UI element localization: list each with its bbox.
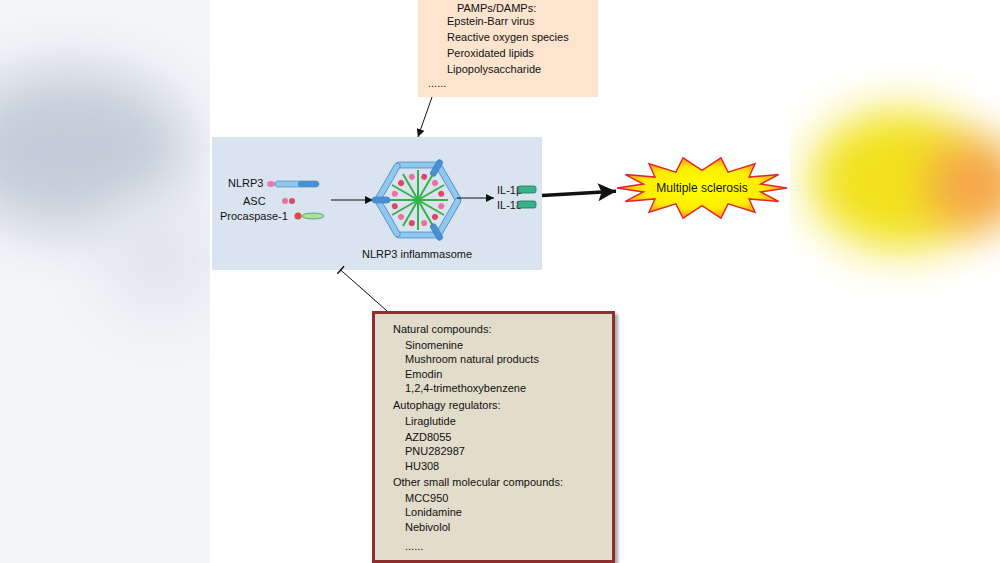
arrow-connector bbox=[418, 97, 432, 137]
component-label: NLRP3 inflammasome bbox=[362, 247, 472, 261]
inflammasome-complex bbox=[372, 159, 462, 242]
procaspase-protein bbox=[295, 213, 302, 220]
list-item: AZD8055 bbox=[405, 430, 451, 444]
disease-label: Multiple sclerosis bbox=[656, 181, 747, 195]
list-item: Sinomenine bbox=[405, 338, 463, 352]
release-arrow bbox=[457, 197, 494, 198]
starburst-shape bbox=[617, 158, 787, 218]
asc-dot bbox=[438, 203, 445, 210]
stimulus-box: PAMPs/DAMPs:Epstein-Barr virusReactive o… bbox=[418, 0, 598, 97]
asc-dot bbox=[431, 213, 439, 221]
arrow-connector bbox=[542, 191, 616, 195]
spoke bbox=[403, 200, 418, 226]
list-item: PNU282987 bbox=[405, 444, 465, 458]
spoke bbox=[418, 200, 433, 226]
nlrp3-protein bbox=[275, 181, 319, 187]
nlrp3-rod bbox=[374, 162, 401, 203]
list-item: Nebivolol bbox=[405, 520, 450, 534]
spoke bbox=[418, 199, 448, 201]
nlrp3-rod bbox=[435, 162, 462, 203]
asc-dot bbox=[408, 173, 415, 180]
asc-dot bbox=[397, 179, 405, 187]
nlrp3-protein bbox=[298, 181, 319, 187]
list-item: Reactive oxygen species bbox=[447, 30, 569, 44]
spoke bbox=[417, 200, 419, 230]
list-item: Emodin bbox=[405, 367, 442, 381]
asc-dot bbox=[391, 203, 398, 210]
asc-dot bbox=[431, 179, 439, 187]
asc-dot bbox=[397, 213, 405, 221]
list-item: MCC950 bbox=[405, 491, 448, 505]
disease-starburst: Multiple sclerosis bbox=[616, 156, 788, 220]
spoke bbox=[403, 174, 418, 200]
list-item: HU308 bbox=[405, 459, 439, 473]
spoke bbox=[392, 185, 418, 200]
asc-dot bbox=[408, 220, 415, 227]
list-item: Epstein-Barr virus bbox=[447, 14, 534, 28]
right-blur bbox=[925, 140, 1000, 230]
spoke bbox=[388, 199, 418, 201]
spoke bbox=[392, 200, 418, 215]
cytokine-symbol bbox=[518, 201, 536, 208]
asc-protein bbox=[289, 198, 295, 204]
asc-dot bbox=[391, 190, 398, 197]
component-label: IL-18 bbox=[497, 198, 522, 212]
nlrp3-rod bbox=[396, 232, 440, 238]
spoke bbox=[418, 200, 444, 215]
list-item: ...... bbox=[428, 76, 446, 90]
procaspase-protein bbox=[302, 213, 324, 219]
nlrp3-ring bbox=[372, 159, 462, 242]
group-heading: Natural compounds: bbox=[393, 322, 491, 336]
asc-dot bbox=[421, 220, 428, 227]
nlrp3-protein bbox=[267, 181, 275, 187]
list-item: Peroxidated lipids bbox=[447, 46, 534, 60]
inhibitor-box: Natural compounds: SinomenineMushroom nat… bbox=[372, 311, 615, 563]
box-heading: PAMPs/DAMPs: bbox=[457, 1, 536, 15]
list-item: ...... bbox=[405, 539, 423, 553]
center-backdrop bbox=[210, 0, 790, 563]
asc-protein bbox=[282, 198, 288, 204]
nlrp3-rod bbox=[374, 197, 401, 238]
group-heading: Autophagy regulators: bbox=[393, 398, 501, 412]
spoke bbox=[418, 174, 433, 200]
inflammasome-panel: NLRP3ASCProcaspase-1NLRP3 inflammasome IL… bbox=[212, 137, 542, 270]
cytokine-symbol bbox=[518, 186, 536, 193]
nlrp3-rod bbox=[429, 223, 443, 242]
list-item: Mushroom natural products bbox=[405, 352, 539, 366]
inhibition-connector bbox=[341, 270, 387, 311]
nlrp3-rod bbox=[435, 197, 462, 238]
component-label: ASC bbox=[243, 194, 266, 208]
group-heading: Other small molecular compounds: bbox=[393, 475, 563, 489]
asc-dot bbox=[438, 190, 445, 197]
caspase-spokes bbox=[388, 170, 448, 230]
nlrp3-rod bbox=[372, 197, 390, 203]
list-item: Lipopolysaccharide bbox=[447, 62, 541, 76]
component-label: NLRP3 bbox=[228, 176, 263, 190]
assembly-arrow bbox=[331, 199, 373, 200]
component-label: Procaspase-1 bbox=[220, 209, 288, 223]
nlrp3-rod bbox=[396, 162, 440, 168]
asc-dot bbox=[421, 173, 428, 180]
component-label: IL-1β bbox=[497, 183, 522, 197]
spoke bbox=[418, 185, 444, 200]
nlrp3-rod bbox=[429, 159, 443, 178]
list-item: Lonidamine bbox=[405, 505, 462, 519]
left-blur bbox=[100, 200, 220, 320]
list-item: Liraglutide bbox=[405, 414, 456, 428]
spoke bbox=[417, 170, 419, 200]
list-item: 1,2,4-trimethoxybenzene bbox=[405, 381, 526, 395]
asc-dots bbox=[391, 173, 445, 227]
